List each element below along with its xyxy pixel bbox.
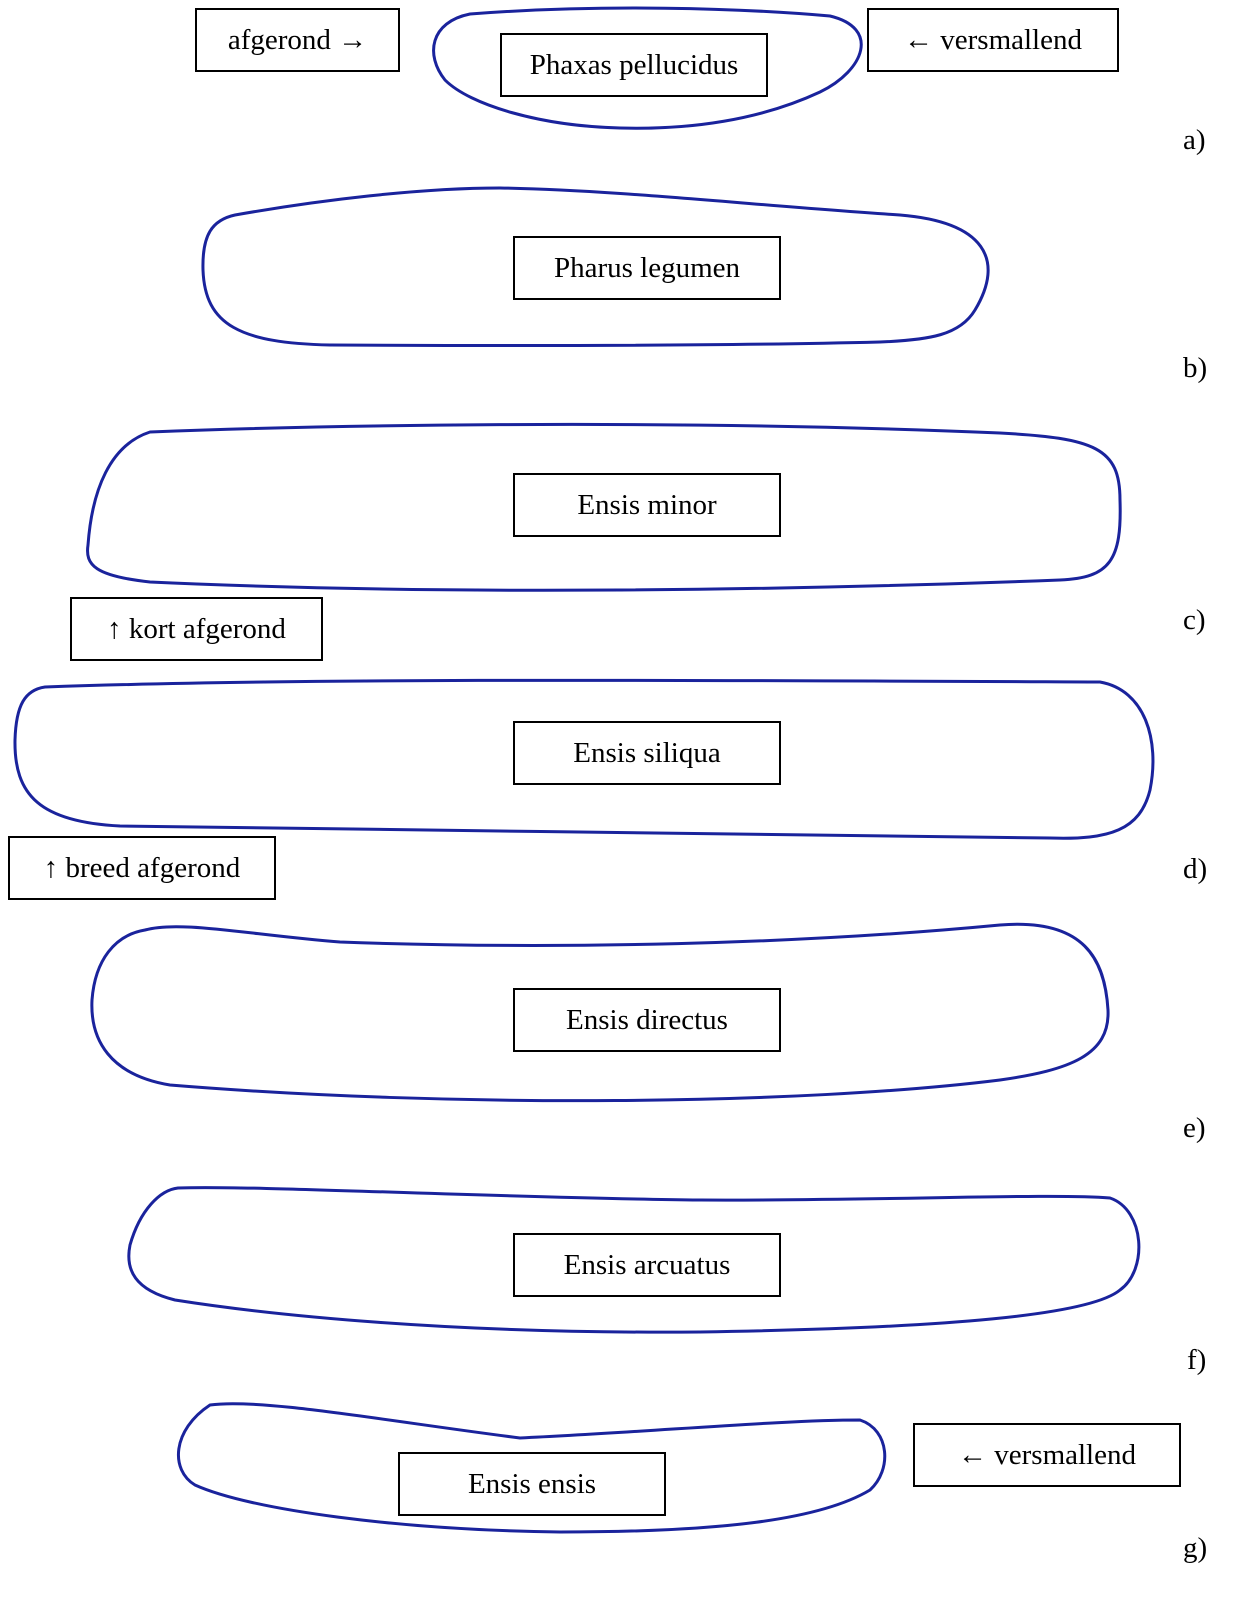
figure-letter-g: g): [1183, 1532, 1208, 1564]
outline-ensis-minor: [86, 422, 1122, 592]
species-label-ensis-arcuatus: Ensis arcuatus: [513, 1233, 781, 1297]
label-versmallend-bottom: ← versmallend: [913, 1423, 1181, 1487]
figure-letter-d: d): [1183, 853, 1208, 885]
species-label-pharus-legumen: Pharus legumen: [513, 236, 781, 300]
species-label-ensis-ensis: Ensis ensis: [398, 1452, 666, 1516]
outline-pharus-legumen: [201, 186, 990, 348]
species-label-ensis-directus: Ensis directus: [513, 988, 781, 1052]
label-breed-afgerond: ↑ breed afgerond: [8, 836, 276, 900]
species-label-phaxas-pellucidus: Phaxas pellucidus: [500, 33, 768, 97]
label-afgerond: afgerond →: [195, 8, 400, 72]
figure-letter-c: c): [1183, 604, 1206, 636]
outline-ensis-arcuatus: [127, 1186, 1141, 1334]
outline-phaxas-pellucidus: [432, 6, 863, 130]
outline-ensis-ensis: [176, 1402, 887, 1534]
species-label-ensis-minor: Ensis minor: [513, 473, 781, 537]
label-kort-afgerond: ↑ kort afgerond: [70, 597, 323, 661]
outline-ensis-siliqua: [13, 678, 1155, 840]
figure-letter-a: a): [1183, 124, 1206, 156]
figure-letter-f: f): [1187, 1344, 1207, 1376]
figure-letter-e: e): [1183, 1112, 1206, 1144]
label-versmallend-top: ← versmallend: [867, 8, 1119, 72]
species-label-ensis-siliqua: Ensis siliqua: [513, 721, 781, 785]
figure-letter-b: b): [1183, 352, 1208, 384]
outline-ensis-directus: [90, 922, 1110, 1103]
